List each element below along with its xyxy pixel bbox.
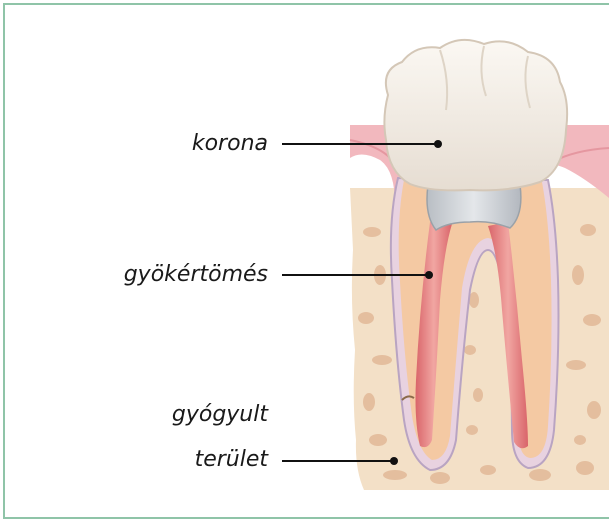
tooth-crown <box>384 40 567 191</box>
leader-dot-crown <box>434 140 442 148</box>
label-healed-area-line2: terület <box>195 447 268 473</box>
label-root-filling: gyökértömés <box>124 262 268 288</box>
label-crown: korona <box>192 131 268 157</box>
leader-line-healed-area <box>282 460 394 462</box>
leader-line-crown <box>282 143 438 145</box>
leader-dot-healed-area <box>390 457 398 465</box>
label-healed-area-line1: gyógyult <box>172 402 268 428</box>
leader-dot-root-filling <box>425 271 433 279</box>
leader-line-root-filling <box>282 274 429 276</box>
